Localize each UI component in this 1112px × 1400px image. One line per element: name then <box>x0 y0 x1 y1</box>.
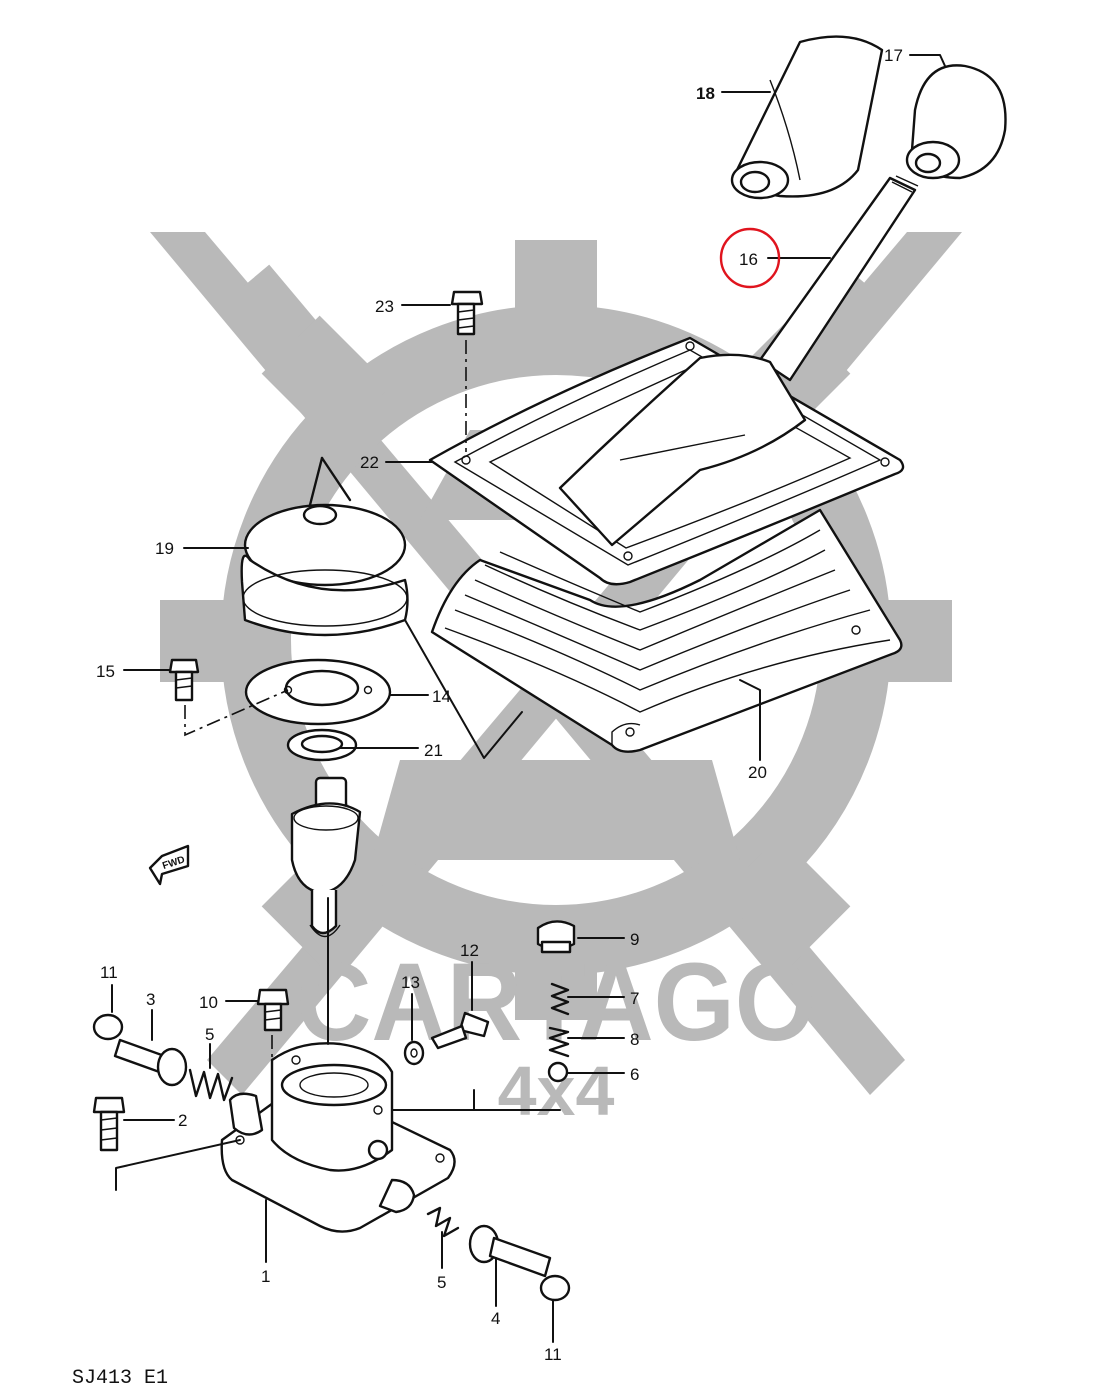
part-5-spring-lower <box>426 1206 460 1238</box>
callout-labels: 18 17 16 23 22 19 15 14 21 20 9 12 13 7 … <box>96 46 903 1364</box>
part-11-cap-upper <box>92 1013 124 1041</box>
callout-11-upper: 11 <box>100 963 118 982</box>
callout-5-lower: 5 <box>437 1273 446 1292</box>
callout-19: 19 <box>155 539 174 558</box>
callout-23: 23 <box>375 297 394 316</box>
callout-8: 8 <box>630 1030 639 1049</box>
part-3-shaft <box>113 1038 188 1087</box>
callout-17: 17 <box>884 46 903 65</box>
part-23-bolt <box>450 290 484 452</box>
part-17-shift-knob <box>905 64 1007 180</box>
part-4-shaft <box>468 1224 552 1278</box>
part-2-bolt <box>92 1096 126 1152</box>
callout-20: 20 <box>748 763 767 782</box>
callout-2: 2 <box>178 1111 187 1130</box>
part-6-ball <box>547 1061 569 1083</box>
leader-lines <box>111 54 946 1343</box>
part-lever-ball <box>290 776 362 938</box>
callout-10: 10 <box>199 993 218 1012</box>
callout-7: 7 <box>630 989 639 1008</box>
part-15-bolt <box>168 658 289 737</box>
part-12-bolt <box>430 1011 490 1050</box>
fwd-direction-arrow: FWD <box>148 844 190 886</box>
callout-16: 16 <box>739 250 758 269</box>
callout-6: 6 <box>630 1065 639 1084</box>
part-18-knob-cover <box>730 35 884 200</box>
callout-4: 4 <box>491 1309 500 1328</box>
callout-12: 12 <box>460 941 479 960</box>
callout-5-upper: 5 <box>205 1025 214 1044</box>
part-16-shift-lever <box>758 175 919 382</box>
part-7-spring <box>550 982 570 1016</box>
highlight-circle-16 <box>719 227 781 289</box>
watermark-brand-text: CARTAGO <box>296 941 816 1064</box>
callout-22: 22 <box>360 453 379 472</box>
diagram-code: SJ413 E1 <box>72 1367 168 1390</box>
part-11-cap-lower <box>539 1274 571 1302</box>
part-13-washer <box>403 1040 425 1066</box>
callout-1: 1 <box>261 1267 270 1286</box>
callout-18: 18 <box>696 84 715 103</box>
part-5-spring-upper <box>188 1068 234 1102</box>
part-10-bolt <box>256 988 290 1090</box>
callout-13: 13 <box>401 973 420 992</box>
part-19-cap <box>240 456 409 637</box>
part-1-shift-case <box>220 1042 456 1233</box>
part-21-washer <box>286 728 358 762</box>
callout-15: 15 <box>96 662 115 681</box>
part-9-plug <box>536 920 576 954</box>
callout-3: 3 <box>146 990 155 1009</box>
callout-9: 9 <box>630 930 639 949</box>
part-22-boot-plate <box>428 336 905 586</box>
callout-21: 21 <box>424 741 443 760</box>
callout-14: 14 <box>432 687 451 706</box>
part-8-spring <box>548 1026 570 1058</box>
part-14-seat <box>244 658 392 726</box>
part-20-shift-boot <box>430 508 903 753</box>
callout-11-lower: 11 <box>544 1345 562 1364</box>
